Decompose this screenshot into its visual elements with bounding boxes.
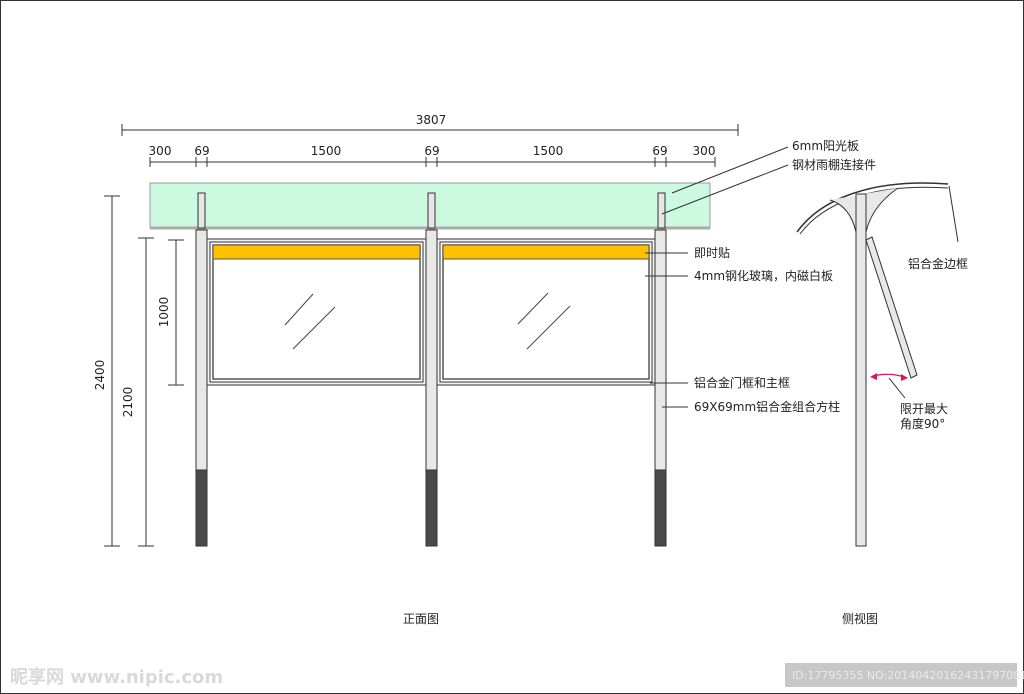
instant-paste-strip: [212, 244, 421, 260]
glass-reflection: [517, 292, 571, 350]
side-canopy-arc: [796, 182, 949, 233]
dim-segment-panel-1: 1500: [311, 144, 342, 158]
watermark-logo: 昵享网 www.nipic.com: [10, 666, 223, 688]
label-max-open-1: 限开最大: [900, 402, 948, 416]
side-canopy-edge-line: [948, 185, 959, 243]
dim-segment-right-overhang: 300: [693, 144, 716, 158]
dim-segment-post-2: 69: [424, 144, 439, 158]
label-post: 69X69mm铝合金组合方柱: [694, 399, 840, 414]
side-door-open: [865, 236, 918, 379]
label-sunboard: 6mm阳光板: [792, 139, 859, 153]
canopy-connector: [657, 192, 666, 229]
glass-reflection: [284, 293, 336, 350]
board-right: [436, 238, 656, 386]
post: [654, 229, 667, 547]
dim-total-height: 2400: [93, 360, 107, 391]
top-dimensions: [121, 124, 739, 167]
caption-front-view: 正面图: [403, 612, 439, 626]
post: [425, 229, 438, 547]
label-connector: 钢材雨棚连接件: [792, 157, 876, 172]
side-view: [796, 182, 959, 547]
angle-leader: [888, 377, 906, 399]
dim-segment-left-overhang: 300: [149, 144, 172, 158]
label-instant-paste: 即时贴: [694, 246, 730, 260]
leader-lines: [645, 146, 789, 408]
side-post: [855, 193, 867, 547]
dim-board-height: 1000: [157, 297, 171, 328]
board-left: [206, 238, 427, 386]
canopy-connector: [427, 192, 436, 229]
post: [195, 229, 208, 547]
label-door-frame: 铝合金门框和主框: [694, 375, 790, 390]
instant-paste-strip: [442, 244, 650, 260]
label-side-edge: 铝合金边框: [908, 256, 968, 271]
watermark-id-bg: [785, 663, 1017, 687]
arrow-head-right: [901, 374, 908, 381]
label-glass: 4mm钢化玻璃，内磁白板: [694, 268, 833, 283]
arrow-head-left: [870, 373, 877, 380]
watermark-id: ID:17795355 NO:20140420162431797001: [792, 669, 1024, 682]
dim-segment-post-3: 69: [652, 144, 667, 158]
dim-total-width: 3807: [416, 113, 447, 127]
caption-side-view: 侧视图: [842, 611, 878, 626]
label-max-open-2: 角度90°: [900, 416, 945, 431]
canopy-connector: [197, 192, 206, 229]
dim-post-height: 2100: [121, 387, 135, 418]
left-dimensions: [104, 195, 184, 547]
dim-segment-post-1: 69: [194, 144, 209, 158]
dim-segment-panel-2: 1500: [533, 144, 564, 158]
